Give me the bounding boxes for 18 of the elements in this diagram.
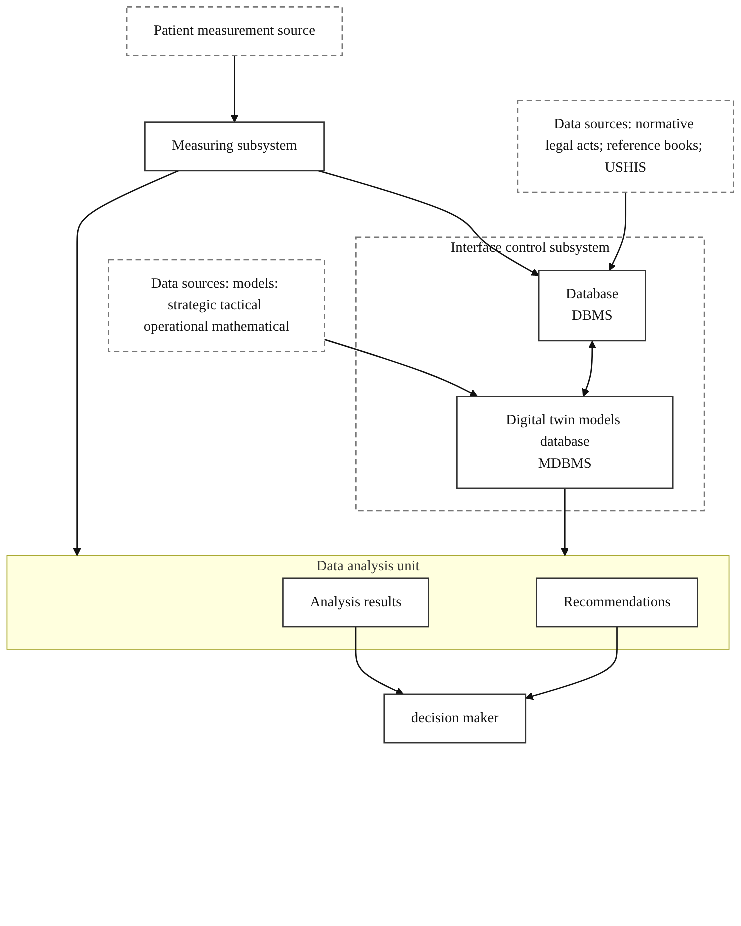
node-box: Measuring subsystem xyxy=(144,122,325,172)
node-box: Database DBMS xyxy=(538,270,646,342)
arrow xyxy=(561,488,570,556)
node-box: decision maker xyxy=(384,694,527,744)
arrow xyxy=(582,340,596,398)
arrow xyxy=(324,339,478,398)
arrow xyxy=(230,56,239,123)
arrow xyxy=(355,627,404,695)
node-box: Data sources: normative legal acts; reference books; USHIS xyxy=(517,100,734,194)
arrow xyxy=(73,170,180,556)
node-box: Patient measurement source xyxy=(126,6,344,56)
arrow xyxy=(526,627,618,700)
arrow xyxy=(609,192,627,272)
node-box: Recommendations xyxy=(536,578,698,628)
node-box: Analysis results xyxy=(282,578,430,628)
arrow xyxy=(318,170,540,276)
node-box: Data sources: models: strategic tactical operational mathematical xyxy=(108,259,326,352)
node-box: Digital twin models database MDBMS xyxy=(456,396,674,490)
